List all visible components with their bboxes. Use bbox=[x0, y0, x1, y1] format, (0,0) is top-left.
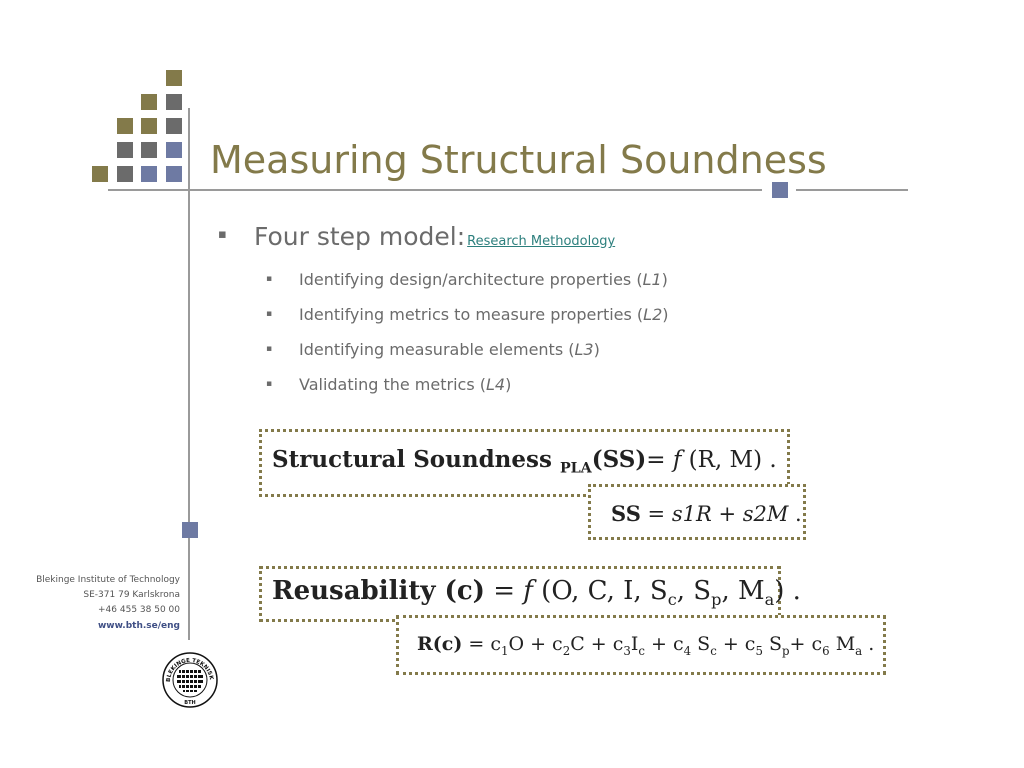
logo-square bbox=[141, 94, 157, 110]
formula-text: = bbox=[640, 502, 672, 526]
formula-subscript: a bbox=[764, 590, 775, 610]
formula-text: , M bbox=[721, 576, 765, 606]
accent-square bbox=[182, 522, 198, 538]
formula-text: (R, M) . bbox=[681, 447, 777, 473]
sub-bullet-suffix: ) bbox=[593, 340, 600, 359]
formula-subscript: 2 bbox=[562, 643, 571, 658]
slide-title: Measuring Structural Soundness bbox=[210, 138, 827, 182]
formula-reusability-expansion: R(c) = c1O + c2C + c3Ic + c4 Sc + c5 Sp+… bbox=[396, 615, 886, 675]
sub-bullet: ▪ Identifying design/architecture propert… bbox=[266, 270, 668, 289]
logo-square bbox=[117, 118, 133, 134]
logo-square bbox=[92, 166, 108, 182]
formula-subscript: 6 bbox=[822, 643, 830, 658]
footer-website-link[interactable]: www.bth.se/eng bbox=[97, 621, 180, 631]
formula-text: Structural Soundness bbox=[272, 446, 560, 473]
bullet-marker: ▪ bbox=[266, 308, 273, 319]
formula-text: + bbox=[711, 502, 743, 526]
logo-square bbox=[166, 94, 182, 110]
formula-subscript: c bbox=[667, 590, 677, 610]
formula-subscript: p bbox=[782, 643, 790, 658]
formula-text: S bbox=[691, 633, 711, 655]
formula-subscript: 4 bbox=[683, 643, 692, 658]
formula-text: f bbox=[672, 447, 682, 473]
accent-square bbox=[772, 182, 788, 198]
formula-subscript: PLA bbox=[559, 460, 592, 477]
formula-reusability: Reusability (c) = f (O, C, I, Sc, Sp, Ma… bbox=[259, 566, 801, 622]
bullet-marker: ▪ bbox=[266, 378, 273, 389]
formula-subscript: p bbox=[711, 590, 722, 610]
sub-bullet-text: Identifying metrics to measure propertie… bbox=[299, 305, 644, 324]
formula-text: f bbox=[523, 576, 533, 606]
formula-subscript: 5 bbox=[755, 643, 763, 658]
sub-bullet-suffix: ) bbox=[662, 305, 669, 324]
logo-square bbox=[166, 70, 182, 86]
logo-square bbox=[141, 166, 157, 182]
formula-text: S bbox=[762, 633, 782, 655]
bullet-marker: ▪ bbox=[266, 343, 273, 354]
logo-square bbox=[166, 166, 182, 182]
formula-text: + c bbox=[716, 633, 756, 655]
formula-text: SS bbox=[611, 501, 641, 526]
formula-text: R(c) bbox=[417, 633, 463, 655]
formula-text: . bbox=[788, 502, 802, 526]
sub-bullet-text: Validating the metrics ( bbox=[299, 375, 486, 394]
formula-ss-expansion: SS = s1R + s2M . bbox=[588, 484, 806, 540]
formula-text: , S bbox=[676, 576, 712, 606]
vertical-divider bbox=[188, 108, 190, 640]
formula-subscript: 3 bbox=[623, 643, 631, 658]
logo-square bbox=[117, 142, 133, 158]
seal-abbr: BTH bbox=[184, 700, 195, 706]
sub-bullet: ▪ Identifying metrics to measure properti… bbox=[266, 305, 669, 324]
level-tag: L3 bbox=[574, 340, 594, 359]
formula-text: (SS) bbox=[591, 446, 647, 473]
formula-text: s2M bbox=[742, 502, 789, 526]
logo-square bbox=[166, 142, 182, 158]
formula-text: O + c bbox=[508, 633, 563, 655]
title-underline bbox=[108, 189, 762, 191]
formula-text: + c bbox=[789, 633, 823, 655]
footer-institute: Blekinge Institute of Technology bbox=[36, 575, 180, 585]
formula-text: M bbox=[829, 633, 856, 655]
formula-subscript: 1 bbox=[500, 643, 509, 658]
formula-text: ) . bbox=[774, 576, 801, 606]
level-tag: L4 bbox=[486, 375, 506, 394]
sub-bullet: ▪ Identifying measurable elements (L3) bbox=[266, 340, 600, 359]
research-methodology-link[interactable]: Research Methodology bbox=[467, 234, 616, 249]
sub-bullet-text: Identifying measurable elements ( bbox=[299, 340, 575, 359]
formula-subscript: c bbox=[638, 643, 645, 658]
formula-subscript: c bbox=[710, 643, 717, 658]
main-bullet-text: Four step model: bbox=[254, 222, 466, 251]
logo-square bbox=[141, 118, 157, 134]
bullet-marker: ▪ bbox=[218, 226, 227, 242]
footer-phone: +46 455 38 50 00 bbox=[98, 605, 180, 615]
formula-text: = bbox=[646, 447, 673, 473]
formula-text: C + c bbox=[570, 633, 624, 655]
sub-bullet-text: Identifying design/architecture properti… bbox=[299, 270, 643, 289]
formula-text: s1R bbox=[671, 502, 712, 526]
level-tag: L1 bbox=[642, 270, 662, 289]
logo-square bbox=[117, 166, 133, 182]
formula-text: Reusability (c) bbox=[272, 576, 485, 606]
formula-text: . bbox=[862, 633, 875, 655]
formula-text: = bbox=[484, 576, 524, 606]
sub-bullet: ▪ Validating the metrics (L4) bbox=[266, 375, 511, 394]
logo-square bbox=[141, 142, 157, 158]
formula-text: + c bbox=[645, 633, 684, 655]
bullet-marker: ▪ bbox=[266, 273, 273, 284]
logo-square bbox=[166, 118, 182, 134]
sub-bullet-suffix: ) bbox=[661, 270, 668, 289]
formula-text: I bbox=[630, 633, 639, 655]
formula-subscript: a bbox=[855, 643, 863, 658]
main-bullet: ▪ Four step model:Research Methodology bbox=[218, 222, 615, 251]
formula-text: = c bbox=[462, 633, 501, 655]
sub-bullet-suffix: ) bbox=[505, 375, 512, 394]
title-underline-right bbox=[796, 189, 908, 191]
footer-address: SE-371 79 Karlskrona bbox=[83, 590, 180, 600]
level-tag: L2 bbox=[643, 305, 663, 324]
formula-text: (O, C, I, S bbox=[532, 576, 668, 606]
bth-seal-icon: BLEKINGE TEKNISKA HÖGSKOLA BTH bbox=[162, 652, 218, 708]
